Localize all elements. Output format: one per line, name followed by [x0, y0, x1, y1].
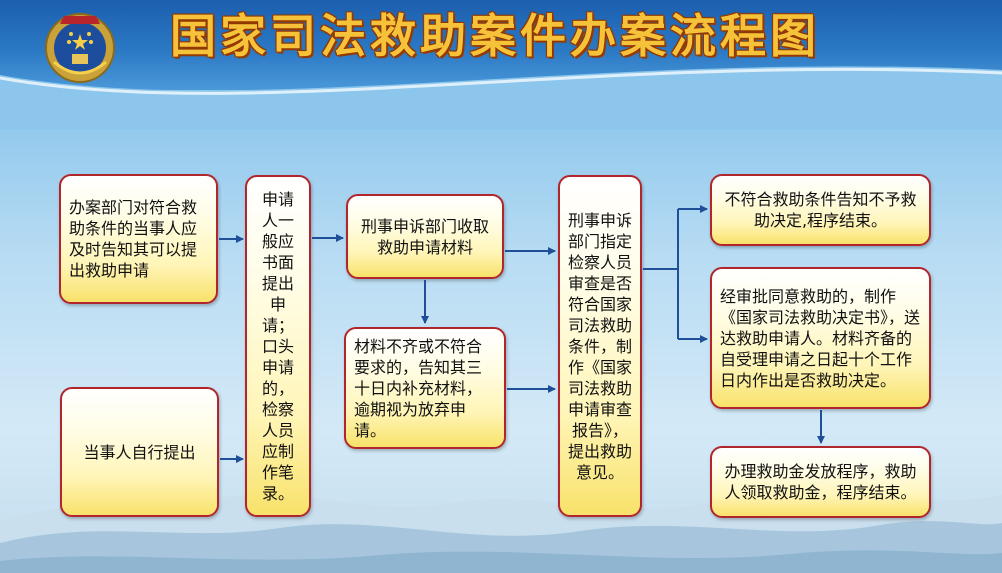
procuratorate-emblem-icon	[45, 13, 115, 83]
notify-party-box: 办案部门对符合救助条件的当事人应及时告知其可以提出救助申请	[59, 174, 218, 304]
approved-box: 经审批同意救助的，制作《国家司法救助决定书》，送达救助申请人。材料齐备的自受理申…	[710, 267, 931, 409]
materials-incomplete-text: 材料不齐或不符合要求的，告知其三十日内补充材料，逾期视为放弃申请。	[354, 336, 483, 440]
not-eligible-text: 不符合救助条件告知不予救助决定,程序结束。	[724, 190, 917, 230]
complaint-dept-receive-text: 刑事申诉部门收取救助申请材料	[360, 216, 489, 257]
not-eligible-box: 不符合救助条件告知不予救助决定,程序结束。	[710, 174, 931, 246]
page-title: 国家司法救助案件办案流程图	[170, 9, 820, 63]
complaint-dept-receive-box: 刑事申诉部门收取救助申请材料	[346, 194, 504, 279]
materials-incomplete-box: 材料不齐或不符合要求的，告知其三十日内补充材料，逾期视为放弃申请。	[344, 327, 506, 449]
payment-text: 办理救助金发放程序，救助人领取救助金，程序结束。	[724, 462, 917, 502]
application-form-text: 申请人一般应书面提出申请；口头申请的，检察人员应制作笔录。	[261, 189, 294, 503]
review-text: 刑事申诉部门指定检察人员审查是否符合国家司法救助条件，制作《国家司法救助申请审查…	[567, 210, 632, 482]
self-apply-text: 当事人自行提出	[83, 442, 196, 462]
review-box: 刑事申诉部门指定检察人员审查是否符合国家司法救助条件，制作《国家司法救助申请审查…	[558, 175, 642, 517]
payment-box: 办理救助金发放程序，救助人领取救助金，程序结束。	[710, 446, 931, 518]
header-wave	[0, 66, 1002, 130]
application-form-box: 申请人一般应书面提出申请；口头申请的，检察人员应制作笔录。	[245, 175, 311, 517]
self-apply-box: 当事人自行提出	[60, 387, 219, 517]
approved-text: 经审批同意救助的，制作《国家司法救助决定书》，送达救助申请人。材料齐备的自受理申…	[720, 286, 921, 390]
notify-party-text: 办案部门对符合救助条件的当事人应及时告知其可以提出救助申请	[69, 198, 198, 280]
